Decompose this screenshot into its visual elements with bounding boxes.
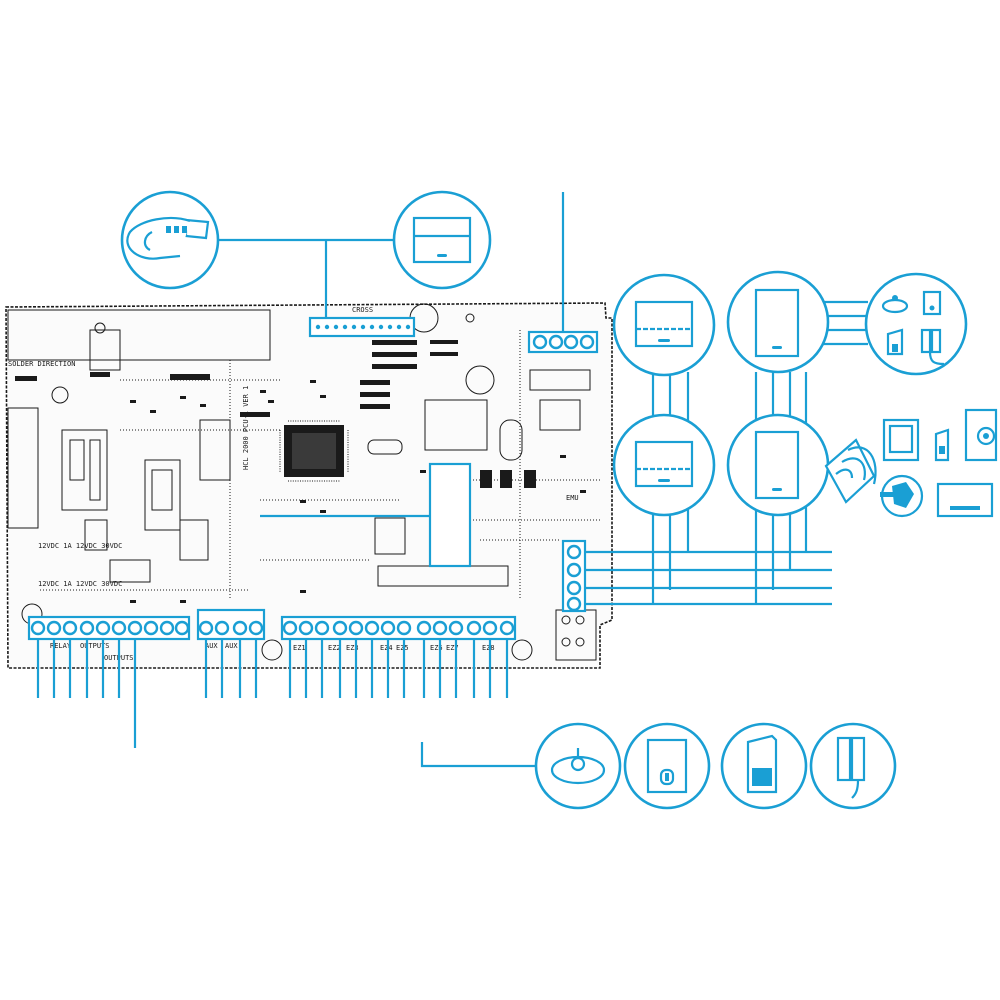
svg-text:EZ7: EZ7 [446,644,459,652]
top-header-label: CROSS [352,306,373,314]
svg-text:EZ1: EZ1 [293,644,306,652]
keypad-device-1 [612,273,716,377]
bottom-terminal-block-2[interactable] [196,608,266,641]
smoke-detector-icon [550,748,606,785]
svg-text:AUX: AUX [205,642,218,650]
cable-clip-icon [126,216,210,260]
solder-direction-label: SOLDER DIRECTION [8,360,75,368]
door-contact-device-1 [726,270,830,374]
key-switch-icon [646,738,688,794]
keypad-icon [412,216,472,264]
bus-terminal[interactable] [561,539,587,613]
bottom-terminal-block-3[interactable] [280,615,517,641]
motion-sensor-icon [746,734,778,794]
svg-text:EZ2: EZ2 [328,644,341,652]
svg-text:EZ3: EZ3 [346,644,359,652]
bottom-detector-row [534,722,897,810]
keypad-icon [634,300,694,348]
model-label-2: EMU [566,494,579,502]
top-header-connector[interactable] [308,316,416,338]
bottom-terminal-block-1[interactable] [27,615,191,641]
power-rating-label-1: 12VDC 1A 12VDC 30VDC [38,542,122,550]
power-rating-label-2: 12VDC 1A 12VDC 30VDC [38,580,122,588]
control-panel-board: SOLDER DIRECTION 12VDC 1A 12VDC 30VDC 12… [5,302,613,669]
top-right-terminal[interactable] [527,330,599,354]
svg-text:RELAY: RELAY [50,642,72,650]
keypad-device-top [392,190,492,290]
camera-icon [964,408,998,462]
model-label-1: HCL 2000 PCU-1 VER 1 [242,386,250,470]
remote-icon [936,482,994,518]
detector-group-top [864,272,968,376]
svg-text:AUX: AUX [225,642,238,650]
door-contact-icon [754,288,800,358]
door-contact-icon [754,430,800,500]
door-contact-device-2 [726,413,830,517]
keypad-icon [634,440,694,488]
smoke-detector-icon [881,295,909,314]
motion-sensor-device [720,722,808,810]
glass-break-icon [880,474,924,518]
pir-icon [922,290,942,316]
siren-icon [886,328,904,356]
cable-clip-device [120,190,220,290]
smoke-detector-device [534,722,622,810]
keypad-device-2 [612,413,716,517]
wireless-devices [880,408,998,518]
svg-text:EZ6: EZ6 [430,644,443,652]
svg-text:EZ8: EZ8 [482,644,495,652]
wireless-signal [824,438,877,504]
key-fob-icon [934,428,950,462]
key-switch-device [623,722,711,810]
tablet-icon [882,418,920,462]
svg-text:EZ4: EZ4 [380,644,393,652]
svg-text:EZ5: EZ5 [396,644,409,652]
expansion-slot[interactable] [428,462,472,568]
magnetic-contact-device [809,722,897,810]
magnetic-contact-icon [920,328,945,366]
magnetic-contact-icon [836,736,866,799]
svg-text:OUTPUTS: OUTPUTS [80,642,110,650]
